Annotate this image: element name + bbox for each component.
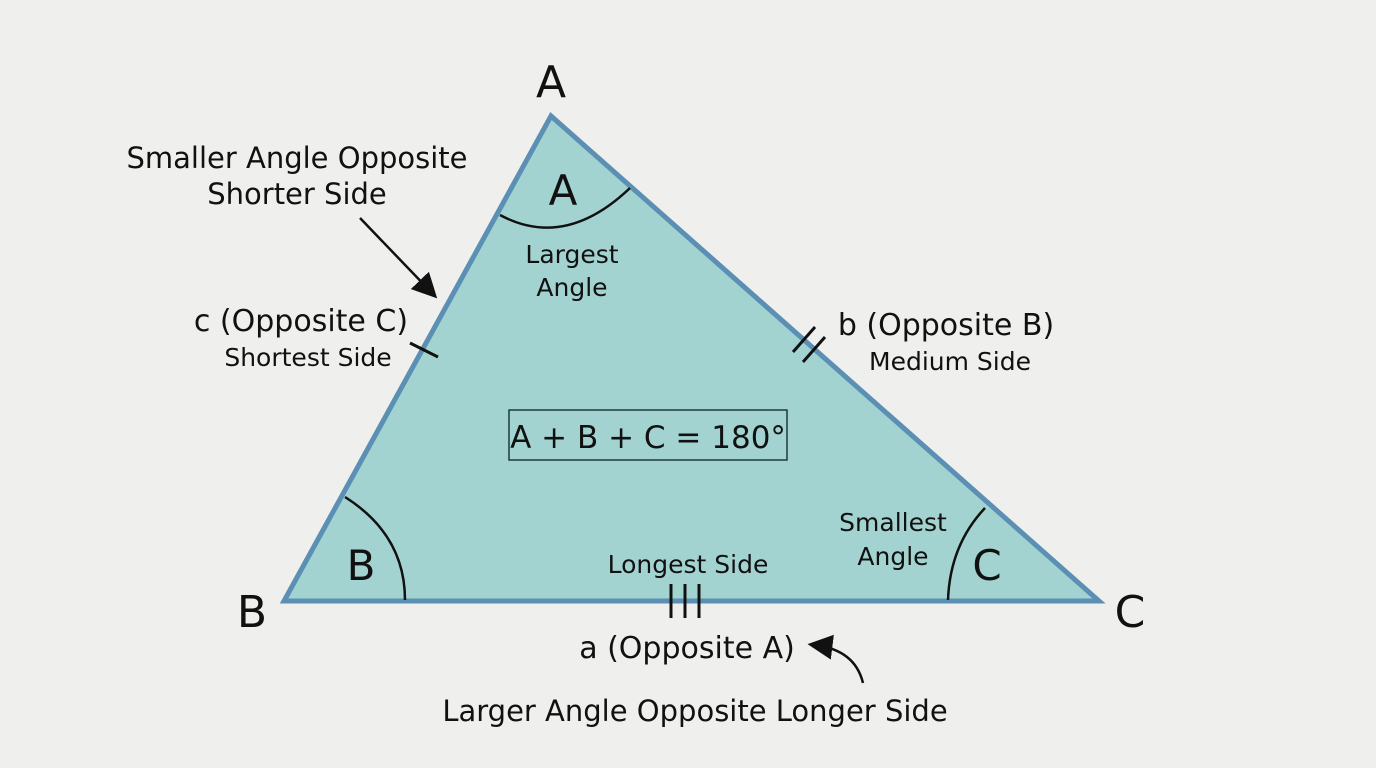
angle-c-label-line2: Angle	[857, 542, 928, 571]
note-larger-angle: Larger Angle Opposite Longer Side	[442, 694, 947, 728]
note-smaller-angle-line1: Smaller Angle Opposite	[126, 141, 467, 175]
angle-arc-b	[344, 495, 407, 601]
side-b-name: b (Opposite B)	[838, 308, 1054, 343]
tick-marks-side-b	[791, 326, 827, 363]
vertex-label-c: C	[1115, 587, 1146, 638]
angle-letter-c: C	[972, 541, 1001, 590]
angle-c-label-line1: Smallest	[839, 508, 947, 537]
angle-a-label-line2: Angle	[536, 273, 607, 302]
triangle-shape	[279, 112, 1106, 604]
side-c-name: c (Opposite C)	[194, 304, 408, 339]
angle-letter-b: B	[347, 541, 376, 590]
vertex-label-b: B	[237, 587, 267, 638]
angle-arc-a	[499, 187, 631, 229]
formula-text: A + B + C = 180°	[510, 420, 786, 456]
side-a-name: a (Opposite A)	[579, 631, 795, 666]
side-c-desc: Shortest Side	[224, 343, 391, 372]
angle-a-label-line1: Largest	[525, 240, 618, 269]
note-smaller-angle-line2: Shorter Side	[207, 177, 387, 211]
angle-arc-c	[946, 507, 986, 601]
side-b-desc: Medium Side	[869, 347, 1031, 376]
tick-marks-side-c	[409, 341, 439, 359]
tick-marks-side-a	[669, 584, 701, 618]
formula-box	[508, 409, 788, 461]
side-a-desc: Longest Side	[608, 550, 769, 579]
arrow-to-side-a-label	[807, 634, 865, 684]
arrow-to-side-c	[359, 217, 438, 299]
vertex-label-a: A	[536, 57, 566, 108]
angle-letter-a: A	[549, 166, 578, 215]
